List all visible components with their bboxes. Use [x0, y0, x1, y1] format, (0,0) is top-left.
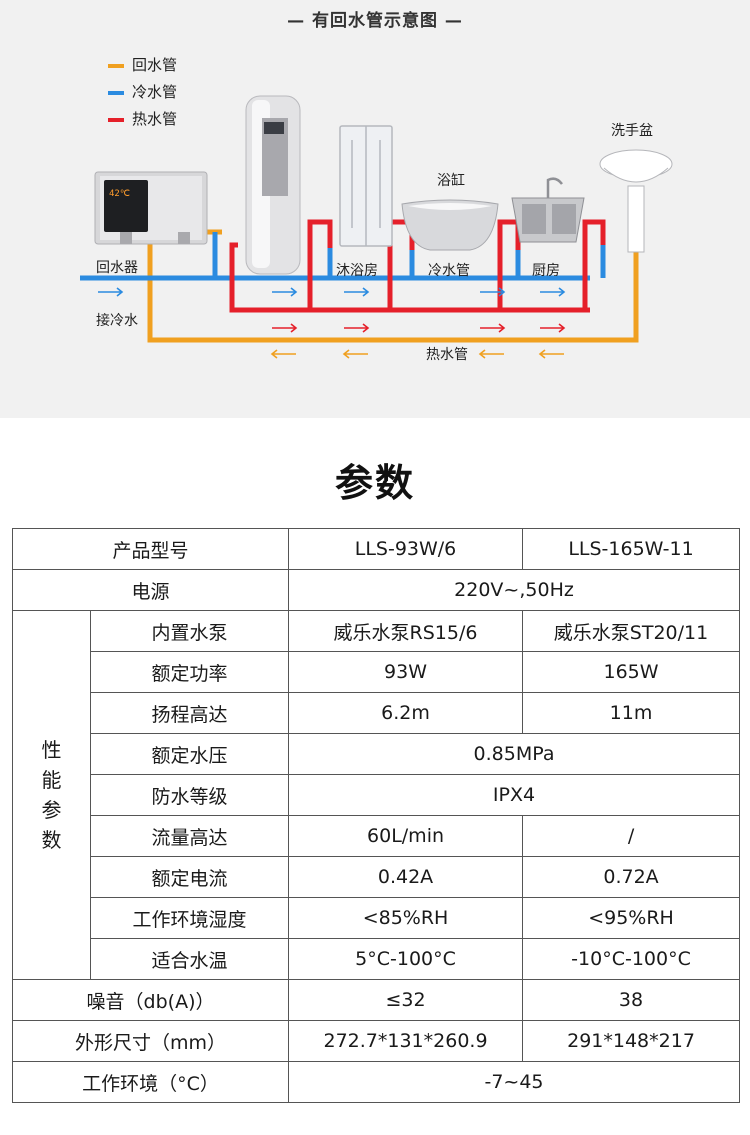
row-value-1: 60L/min — [288, 815, 524, 857]
model-col1: LLS-93W/6 — [288, 528, 524, 570]
table-row-noise: 噪音（db(A)） ≤32 38 — [11, 979, 741, 1021]
table-row-environment: 工作环境（°C） -7~45 — [11, 1061, 741, 1103]
label-washbasin: 洗手盆 — [611, 123, 653, 139]
row-value-merged: 0.85MPa — [288, 733, 741, 775]
legend-label: 热水管 — [132, 110, 178, 128]
hot-pipe-tub — [387, 219, 415, 310]
legend-cold-pipe: 冷水管 — [108, 81, 177, 102]
row-value-2: 38 — [522, 979, 741, 1021]
hot-pipe — [229, 242, 590, 313]
water-heater-tank-icon — [245, 95, 301, 275]
group-label-performance: 性 能 参 数 — [12, 610, 91, 980]
row-label: 内置水泵 — [89, 610, 290, 652]
kitchen-sink-icon — [511, 177, 585, 243]
row-label: 噪音（db(A)） — [11, 979, 290, 1021]
row-value: 220V~,50Hz — [288, 569, 741, 611]
row-value: -7~45 — [288, 1061, 741, 1103]
row-label: 产品型号 — [11, 528, 290, 570]
return-pipe — [147, 230, 639, 343]
label-return-unit: 回水器 — [96, 260, 138, 276]
pipe-diagram-graphic: 42℃ — [80, 95, 673, 359]
row-value-1: 272.7*131*260.9 — [288, 1020, 524, 1062]
table-row: 工作环境湿度 <85%RH <95%RH — [13, 897, 741, 939]
bathtub-icon — [401, 199, 499, 251]
table-row-size: 外形尺寸（mm） 272.7*131*260.9 291*148*217 — [11, 1020, 741, 1062]
label-shower-room: 沐浴房 — [336, 263, 378, 279]
hot-pipe-sink — [497, 219, 521, 310]
legend-swatch-hot — [108, 117, 124, 122]
row-label: 外形尺寸（mm） — [11, 1020, 290, 1062]
table-row: 防水等级 IPX4 — [13, 774, 741, 816]
cold-flow-arrows — [98, 287, 566, 297]
legend-hot-pipe: 热水管 — [108, 108, 177, 129]
row-value-2: 291*148*217 — [522, 1020, 741, 1062]
diagram-title: — 有回水管示意图 — — [287, 11, 463, 31]
row-value-2: 11m — [522, 692, 741, 734]
table-row: 额定水压 0.85MPa — [13, 733, 741, 775]
label-cold-inlet: 接冷水 — [96, 313, 138, 329]
row-label: 防水等级 — [89, 774, 290, 816]
params-title: 参数 — [334, 461, 415, 505]
hot-pipe-basin — [582, 219, 606, 310]
shower-room-icon — [339, 125, 393, 247]
table-row: 适合水温 5°C-100°C -10°C-100°C — [13, 938, 741, 980]
row-label: 工作环境（°C） — [11, 1061, 290, 1103]
row-value-2: 165W — [522, 651, 741, 693]
row-label: 适合水温 — [89, 938, 290, 980]
table-row: 额定电流 0.42A 0.72A — [13, 856, 741, 898]
row-value-1: 5°C-100°C — [288, 938, 524, 980]
label-bathtub: 浴缸 — [437, 173, 465, 189]
table-row: 流量高达 60L/min / — [13, 815, 741, 857]
row-value-2: -10°C-100°C — [522, 938, 741, 980]
row-label: 额定功率 — [89, 651, 290, 693]
row-value-1: 93W — [288, 651, 524, 693]
hot-pipe-shower — [307, 219, 333, 310]
label-hot-pipe: 热水管 — [426, 347, 468, 363]
row-value-2: 0.72A — [522, 856, 741, 898]
row-value-1: ≤32 — [288, 979, 524, 1021]
table-row: 性 能 参 数 内置水泵 威乐水泵RS15/6 威乐水泵ST20/11 — [12, 610, 741, 980]
table-row: 额定功率 93W 165W — [13, 651, 741, 693]
table-row-model: 产品型号 LLS-93W/6 LLS-165W-11 — [11, 528, 741, 570]
legend-swatch-return — [108, 63, 124, 68]
legend-swatch-cold — [108, 90, 124, 95]
legend-return-pipe: 回水管 — [108, 54, 177, 75]
group-label-text: 性 能 参 数 — [41, 738, 62, 852]
legend-label: 回水管 — [132, 56, 178, 74]
row-label: 电源 — [11, 569, 290, 611]
model-col2: LLS-165W-11 — [522, 528, 741, 570]
pipe-diagram: 42℃ — [0, 0, 750, 418]
hot-flow-arrows — [272, 323, 566, 333]
row-value-2: / — [522, 815, 741, 857]
legend-label: 冷水管 — [132, 83, 178, 101]
row-value-1: 6.2m — [288, 692, 524, 734]
row-label: 额定水压 — [89, 733, 290, 775]
wash-basin-icon — [599, 149, 673, 253]
row-value-1: <85%RH — [288, 897, 524, 939]
row-value-2: <95%RH — [522, 897, 741, 939]
spec-table: 产品型号 LLS-93W/6 LLS-165W-11 电源 220V~,50Hz… — [11, 528, 741, 1103]
row-label: 额定电流 — [89, 856, 290, 898]
row-value-merged: IPX4 — [288, 774, 741, 816]
table-row-power: 电源 220V~,50Hz — [11, 569, 741, 611]
label-kitchen: 厨房 — [532, 263, 560, 279]
row-label: 工作环境湿度 — [89, 897, 290, 939]
row-label: 扬程高达 — [89, 692, 290, 734]
row-value-1: 威乐水泵RS15/6 — [288, 610, 524, 652]
label-cold-pipe: 冷水管 — [428, 263, 470, 279]
return-flow-arrows — [270, 349, 564, 359]
return-water-unit-icon — [94, 171, 208, 245]
table-row: 扬程高达 6.2m 11m — [13, 692, 741, 734]
row-value-2: 威乐水泵ST20/11 — [522, 610, 741, 652]
row-value-1: 0.42A — [288, 856, 524, 898]
svg-text:42℃: 42℃ — [109, 189, 130, 199]
row-label: 流量高达 — [89, 815, 290, 857]
